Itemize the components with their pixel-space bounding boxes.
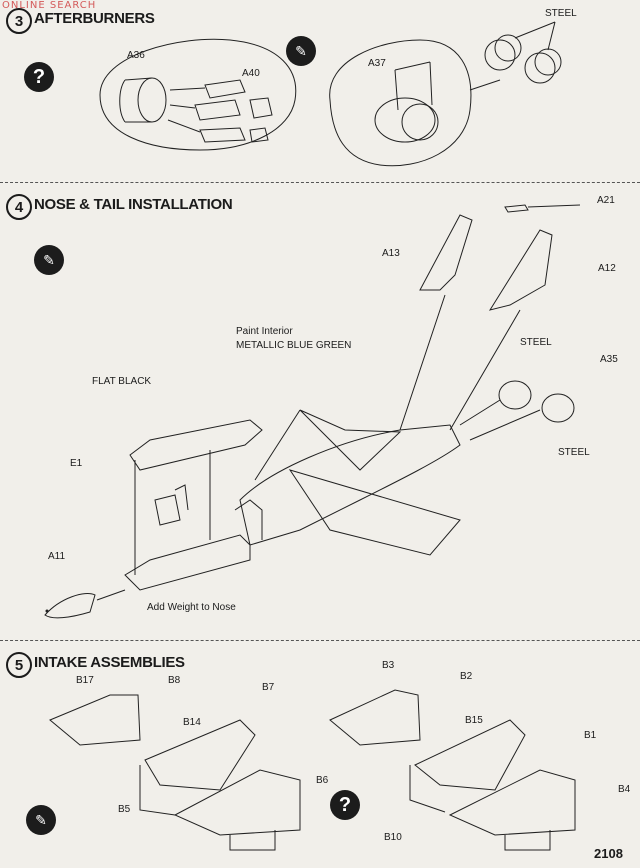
- label-flat-black: FLAT BLACK: [92, 376, 152, 387]
- part-a40-1: [204, 79, 246, 99]
- label-a11: A11: [48, 551, 66, 562]
- label-steel-4-top: STEEL: [520, 337, 552, 348]
- intake-left-mid: [144, 719, 256, 791]
- label-b6: B6: [316, 775, 329, 786]
- label-b14: B14: [183, 717, 201, 728]
- afterburner-callout-right: [329, 39, 472, 167]
- label-b15: B15: [465, 715, 483, 726]
- tail-fin-a13: [419, 214, 473, 291]
- afterburner-callout-left: [99, 38, 297, 151]
- nose-section: [124, 534, 251, 591]
- exhaust-a35-1: [498, 380, 532, 410]
- intake-right-mid: [414, 719, 526, 791]
- step-4-title: NOSE & TAIL INSTALLATION: [34, 196, 233, 213]
- afterburner-ring-a36: [137, 77, 167, 123]
- intake-left-upper: [49, 694, 141, 746]
- label-a40: A40: [242, 68, 260, 79]
- label-a13: A13: [382, 248, 400, 259]
- right-wing: [288, 469, 461, 556]
- step-4-number: 4: [6, 194, 32, 220]
- nozzle-a37: [374, 97, 436, 143]
- label-steel-4-bottom: STEEL: [558, 447, 590, 458]
- label-b1: B1: [584, 730, 597, 741]
- step-5-number: 5: [6, 652, 32, 678]
- label-add-weight: Add Weight to Nose: [147, 602, 236, 613]
- part-a21: [504, 204, 529, 213]
- radome-a11: [44, 593, 96, 619]
- cockpit-tub-e1: [129, 419, 263, 471]
- glue-tube-icon: ✎: [26, 805, 56, 835]
- section-divider-2: [0, 640, 640, 641]
- intake-left-lower: [173, 769, 301, 836]
- seat: [154, 494, 181, 526]
- steel-nozzle-2: [524, 52, 556, 84]
- glue-tube-icon: ✎: [34, 245, 64, 275]
- question-mark-icon: ?: [24, 62, 54, 92]
- step-3-title: AFTERBURNERS: [34, 10, 155, 27]
- label-b4: B4: [618, 784, 631, 795]
- left-wing: [299, 409, 402, 471]
- label-a21: A21: [597, 195, 615, 206]
- label-b2: B2: [460, 671, 473, 682]
- label-a36: A36: [127, 50, 145, 61]
- intake-right-upper: [329, 689, 421, 746]
- step-5-title: INTAKE ASSEMBLIES: [34, 654, 185, 671]
- section-divider-1: [0, 182, 640, 183]
- label-b5: B5: [118, 804, 131, 815]
- label-a35: A35: [600, 354, 618, 365]
- step-3-number: 3: [6, 8, 32, 34]
- label-b3: B3: [382, 660, 395, 671]
- label-b10: B10: [384, 832, 402, 843]
- label-steel-3: STEEL: [545, 8, 577, 19]
- label-e1: E1: [70, 458, 83, 469]
- label-b8: B8: [168, 675, 181, 686]
- intake-right-lower: [448, 769, 576, 836]
- watermark: ONLINE SEARCH: [2, 0, 97, 11]
- label-metallic-blue-green: METALLIC BLUE GREEN: [236, 340, 352, 351]
- fuselage: [239, 424, 461, 546]
- label-b7: B7: [262, 682, 275, 693]
- label-a37: A37: [368, 58, 386, 69]
- tail-fin-a12: [488, 229, 553, 311]
- label-paint-interior: Paint Interior: [236, 326, 293, 337]
- glue-tube-icon: ✎: [286, 36, 316, 66]
- question-mark-icon: ?: [330, 790, 360, 820]
- steel-nozzle-1: [484, 39, 516, 71]
- page-number: 2108: [594, 846, 623, 861]
- label-b17: B17: [76, 675, 94, 686]
- exhaust-a35-2: [541, 393, 575, 423]
- label-a12: A12: [598, 263, 616, 274]
- part-a40-2: [194, 99, 241, 121]
